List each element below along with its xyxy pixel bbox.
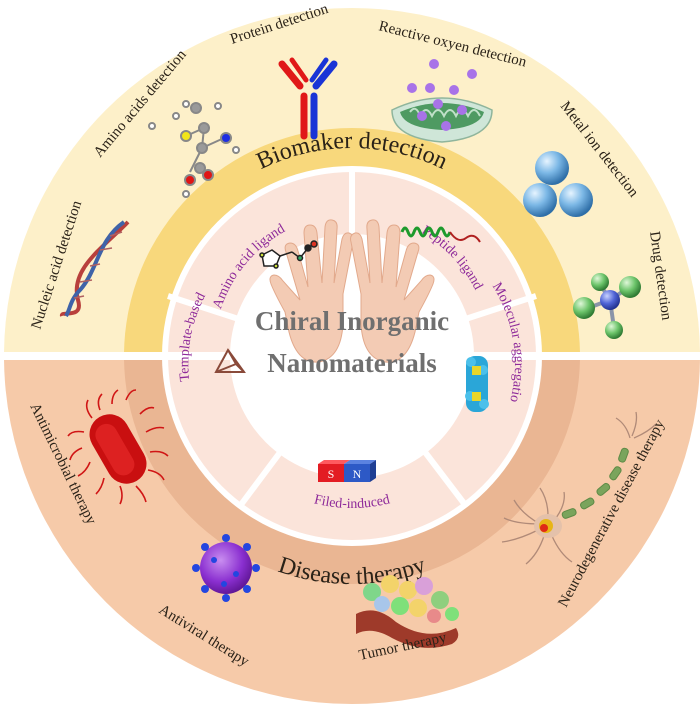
- antibody-icon: [278, 57, 338, 140]
- tumor-cells-icon: [356, 575, 459, 648]
- ros-particles: [407, 59, 477, 131]
- neuron-icon: [501, 411, 657, 565]
- magnet-pole-s: S: [328, 467, 335, 481]
- peptide-helix-icon: [400, 226, 481, 243]
- half-separator: [0, 352, 700, 360]
- dna-helix-icon: [60, 220, 130, 318]
- inner-segment-field-induced: S N Filed-induced: [313, 460, 392, 512]
- magnet-icon: S N: [318, 460, 376, 482]
- bacterium-icon: [67, 389, 169, 505]
- title-line-1: Chiral Inorganic: [255, 306, 449, 336]
- amino-acid-ball-stick-icon: [148, 100, 240, 198]
- molecular-aggregate-icon: [465, 356, 489, 412]
- magnet-pole-n: N: [353, 467, 362, 481]
- inner-label-field-induced: Filed-induced: [313, 492, 392, 512]
- title-line-2: Nanomaterials: [267, 348, 436, 378]
- metal-ion-spheres-icon: [523, 151, 593, 217]
- center-title: Chiral Inorganic Nanomaterials: [255, 306, 449, 378]
- amino-acid-molecule-icon: [259, 240, 318, 269]
- mitochondria-icon: [391, 59, 493, 143]
- tetrahedron-icon: [214, 348, 246, 373]
- virus-icon: [192, 534, 260, 602]
- hands-icon: [269, 219, 435, 363]
- drug-molecule-icon: [573, 273, 641, 339]
